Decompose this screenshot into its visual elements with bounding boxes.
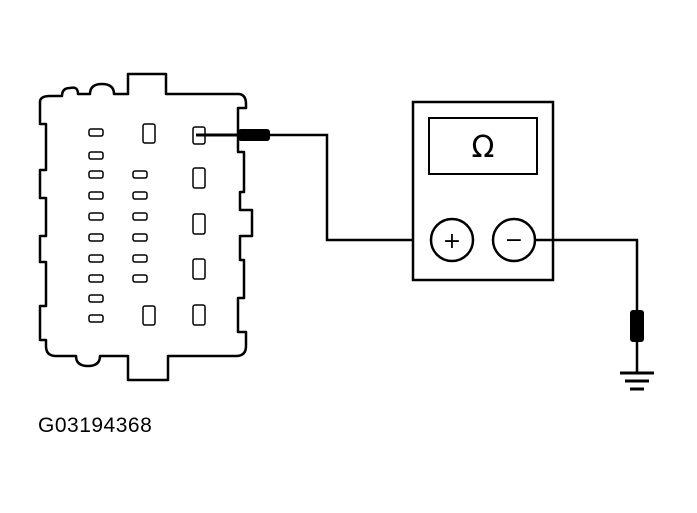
connector-pin: [132, 212, 148, 221]
multimeter-display: [428, 117, 538, 175]
connector-pin: [142, 123, 156, 144]
positive-terminal: [429, 217, 475, 263]
connector-pin: [88, 233, 104, 242]
connector-pin: [88, 254, 104, 263]
ohm-symbol: Ω: [472, 130, 495, 165]
pin-column-right: [192, 126, 206, 326]
connector-pin: [88, 151, 104, 160]
connector-pin: [88, 294, 104, 303]
connector-pin: [132, 233, 148, 242]
ground-icon: [620, 371, 654, 391]
connector-outline: [38, 72, 254, 382]
connector-pin: [88, 314, 104, 323]
connector-pin: [88, 191, 104, 200]
connector-pin: [132, 274, 148, 283]
positive-terminal-label: +: [443, 229, 461, 254]
connector-probe: [196, 129, 270, 141]
ground-probe-handle: [630, 310, 644, 342]
connector-pin: [88, 170, 104, 179]
test-lead-negative: [535, 238, 639, 312]
connector-pin: [132, 170, 148, 179]
connector-pin: [132, 254, 148, 263]
pin-column-middle: [132, 123, 156, 326]
connector-pin: [88, 212, 104, 221]
connector-pin: [192, 167, 206, 189]
connector-pin: [192, 304, 206, 326]
connector-pin: [132, 191, 148, 200]
connector-pin: [192, 258, 206, 280]
negative-terminal-label: −: [505, 228, 523, 253]
figure-id-label: G03194368: [38, 414, 153, 437]
multimeter: Ω + −: [411, 100, 555, 282]
probe-handle: [238, 129, 270, 141]
connector-pin: [88, 128, 104, 137]
connector-pin: [142, 305, 156, 326]
connector: [38, 72, 254, 382]
connector-pin: [88, 274, 104, 283]
test-lead-positive: [270, 133, 430, 242]
connector-pin: [192, 213, 206, 235]
ground-probe: [630, 310, 644, 372]
pin-column-left: [88, 128, 104, 323]
